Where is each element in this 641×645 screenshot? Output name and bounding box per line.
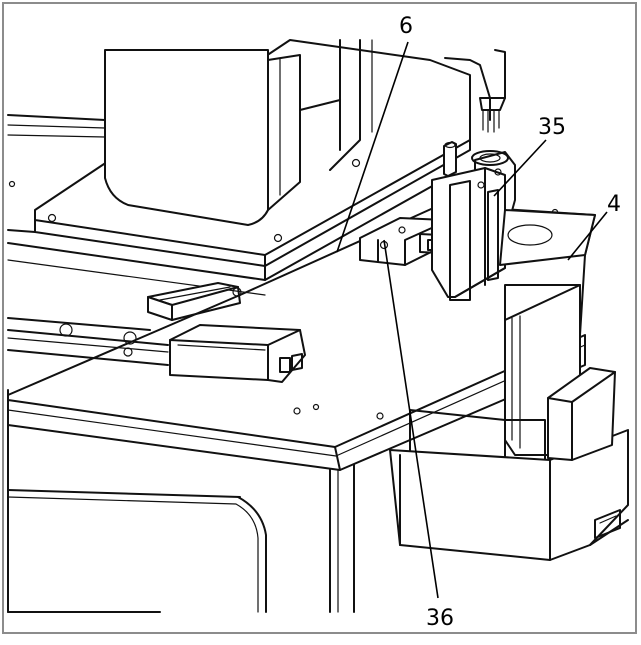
cabinet-housing — [7, 399, 355, 613]
upper-motor-block — [7, 39, 373, 226]
leader-36 — [383, 239, 439, 599]
leader-lines — [336, 41, 608, 599]
callout-4: 4 — [607, 192, 621, 217]
leader-4 — [567, 211, 608, 261]
callout-35: 35 — [538, 115, 566, 140]
dispensing-head — [444, 49, 506, 133]
leader-35 — [493, 139, 547, 197]
slider-block — [169, 324, 306, 383]
clamp-35 — [431, 141, 516, 301]
callout-36: 36 — [426, 606, 454, 631]
callout-6: 6 — [399, 14, 413, 39]
lower-motor-4 — [389, 209, 629, 561]
linear-guide — [7, 282, 241, 366]
leader-6 — [336, 41, 409, 253]
figure-border — [2, 2, 637, 634]
